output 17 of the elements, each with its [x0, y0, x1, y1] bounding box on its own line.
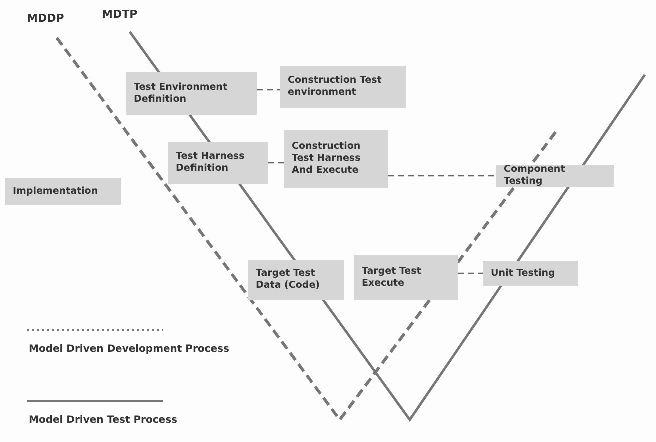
dashed-connector	[458, 272, 483, 274]
legend-text: Model Driven Development Process	[29, 344, 230, 355]
process-box: Construction Test environment	[280, 66, 406, 108]
process-label: MDDP	[27, 12, 64, 25]
dashed-connector	[388, 175, 496, 177]
process-box: Unit Testing	[483, 261, 578, 286]
process-box: Component Testing	[496, 165, 614, 187]
process-box: Target Test Execute	[354, 255, 458, 300]
process-box: Test Environment Definition	[126, 72, 257, 115]
process-box: Test Harness Definition	[168, 142, 268, 184]
process-box: Target Test Data (Code)	[248, 260, 344, 300]
dashed-connector	[257, 89, 280, 91]
legend-text: Model Driven Test Process	[29, 415, 178, 426]
process-box: Construction Test Harness And Execute	[284, 130, 388, 188]
process-label: MDTP	[102, 8, 138, 21]
process-box: Implementation	[5, 178, 121, 205]
dashed-connector	[268, 162, 284, 164]
